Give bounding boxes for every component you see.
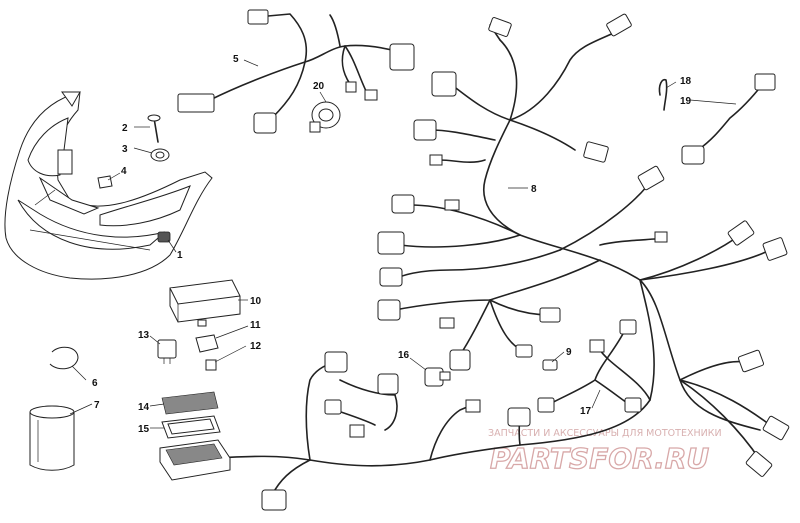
watermark-tagline: ЗАПЧАСТИ И АКСЕССУАРЫ ДЛЯ МОТОТЕХНИКИ xyxy=(488,428,722,439)
sub-harness-17 xyxy=(537,319,642,413)
terminal-a xyxy=(364,89,378,101)
headlight-mount-tab xyxy=(157,231,171,243)
fairing-bracket xyxy=(57,149,73,175)
callout-19: 19 xyxy=(680,96,692,107)
fuse-12 xyxy=(205,359,217,371)
callout-9: 9 xyxy=(566,347,572,358)
sensor-lead xyxy=(658,73,776,165)
connector-mid xyxy=(253,112,277,134)
callout-12: 12 xyxy=(250,341,262,352)
callout-14: 14 xyxy=(138,402,150,413)
fairing-tip xyxy=(61,91,81,107)
callout-1: 1 xyxy=(177,250,183,261)
relay-13 xyxy=(157,339,177,364)
headlight-connector-block xyxy=(177,93,215,113)
callout-11: 11 xyxy=(250,320,261,331)
callout-5: 5 xyxy=(233,54,239,65)
connector-top xyxy=(247,9,269,25)
connector-16 xyxy=(424,367,451,387)
clip-part xyxy=(97,175,113,189)
callout-2: 2 xyxy=(122,123,128,134)
relay-small-11 xyxy=(195,334,219,353)
fairing-crease xyxy=(29,229,151,251)
clamp-part xyxy=(150,148,170,162)
headlight-lens xyxy=(17,199,166,250)
screw-part xyxy=(147,114,161,143)
watermark: ЗАПЧАСТИ И АКСЕССУАРЫ ДЛЯ МОТОТЕХНИКИ PA… xyxy=(488,428,722,476)
callout-17: 17 xyxy=(580,406,592,417)
harness-connectors xyxy=(261,13,790,511)
fuse-gasket-15 xyxy=(161,415,221,439)
sleeve-7 xyxy=(29,405,75,471)
terminal-b xyxy=(345,81,357,93)
callout-18: 18 xyxy=(680,76,692,87)
callout-3: 3 xyxy=(122,144,128,155)
headlight-harness xyxy=(177,9,415,134)
connector-9 xyxy=(542,359,558,371)
leader-lines xyxy=(69,59,737,429)
clip-ring-6 xyxy=(49,346,79,370)
watermark-logo: PARTSFOR.RU xyxy=(490,442,709,475)
callout-7: 7 xyxy=(94,400,100,411)
callout-10: 10 xyxy=(250,296,262,307)
headlight-inner xyxy=(99,185,191,227)
headlight-assembly xyxy=(4,91,213,280)
relay-box xyxy=(169,279,241,327)
screw-head xyxy=(147,114,161,122)
callout-15: 15 xyxy=(138,424,150,435)
horn-part xyxy=(309,101,341,133)
fuse-cover-14 xyxy=(161,391,219,415)
callout-4: 4 xyxy=(121,166,127,177)
callout-13: 13 xyxy=(138,330,150,341)
fuse-block xyxy=(159,439,231,481)
callout-20: 20 xyxy=(313,81,325,92)
callout-16: 16 xyxy=(398,350,410,361)
connector-right xyxy=(389,43,415,71)
callout-numbers: 2 3 4 1 5 20 8 18 19 10 11 12 13 14 15 6… xyxy=(92,54,692,435)
fairing-edge-line xyxy=(34,189,56,206)
callout-8: 8 xyxy=(531,184,537,195)
fairing-rib xyxy=(38,176,100,215)
callout-6: 6 xyxy=(92,378,98,389)
